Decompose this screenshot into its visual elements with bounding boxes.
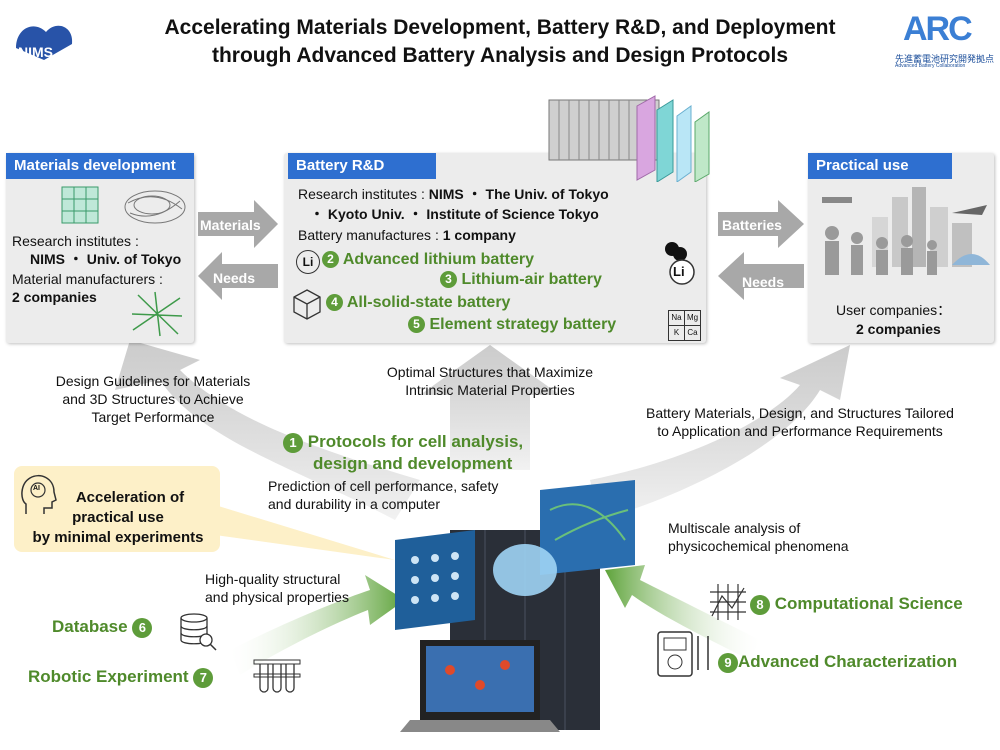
battery-research-line2: ・ Kyoto Univ. ・ Institute of Science Tok… — [310, 206, 599, 222]
material-structure-images — [61, 186, 186, 224]
city-and-people-image — [822, 187, 990, 275]
source-database: Database 6 — [52, 617, 153, 638]
practical-users-value: 2 companies — [856, 321, 941, 337]
design-guidelines-caption: Design Guidelines for Materials and 3D S… — [55, 373, 251, 425]
database-icon — [180, 613, 217, 651]
materials-research-value: NIMS ・ Univ. of Tokyo — [30, 251, 182, 267]
batteries-needs-arrows — [718, 200, 804, 300]
acceleration-pointer — [215, 505, 395, 560]
acceleration-text: Acceleration of practical use by minimal… — [32, 489, 204, 546]
green-arrow-right — [605, 565, 760, 660]
porous-network-icon — [124, 190, 186, 224]
source-computational-science: 8 Computational Science — [750, 594, 963, 615]
page-subtitle: through Advanced Battery Analysis and De… — [211, 44, 789, 67]
supercomputer-illustration — [395, 480, 635, 732]
materials-header: Materials development — [6, 153, 194, 179]
prediction-caption: Prediction of cell performance, safety a… — [268, 478, 499, 512]
protocol-title-line2: design and development — [313, 454, 513, 473]
multiscale-caption: Multiscale analysis of physicochemical p… — [668, 520, 849, 554]
batteries-arrow-label: Batteries — [722, 217, 782, 233]
arc-logo: ARC 先進蓄電池研究開発拠点 Advanced Battery Collabo… — [895, 10, 995, 69]
test-tubes-icon — [253, 659, 301, 693]
protocol-title-line1: 1 Protocols for cell analysis, — [283, 431, 523, 453]
battery-header: Battery R&D — [288, 153, 436, 179]
battery-item-advanced-lithium: 2 Advanced lithium battery — [322, 251, 534, 269]
green-arrow-left — [230, 575, 405, 675]
battery-box — [284, 153, 706, 343]
ai-head-icon — [21, 474, 57, 514]
computational-grid-icon — [710, 584, 746, 620]
high-quality-caption: High-quality structural and physical pro… — [205, 571, 349, 605]
materials-manufacturers-value: 2 companies — [12, 289, 97, 305]
materials-arrow-label: Materials — [200, 217, 261, 233]
battery-materials-caption: Battery Materials, Design, and Structure… — [646, 405, 954, 439]
needs-right-arrow-label: Needs — [742, 274, 785, 290]
materials-needs-arrows — [198, 200, 278, 300]
acceleration-box — [14, 466, 220, 552]
battery-item-element-strategy: 5 Element strategy battery — [408, 316, 616, 334]
source-robotic-experiment: Robotic Experiment 7 — [28, 667, 214, 688]
element-grid-icon: Na Mg K Ca — [668, 310, 701, 341]
nims-logo: NIMS — [10, 14, 78, 64]
battery-item-all-solid-state: 4 All-solid-state battery — [326, 294, 510, 312]
crystal-lattice-icon — [61, 186, 99, 224]
arrow-to-materials — [115, 340, 420, 520]
arrow-to-practical — [590, 345, 850, 520]
cube-icon — [293, 289, 321, 320]
fiber-network-icon — [131, 291, 183, 337]
battery-item-lithium-air: 3 Lithium-air battery — [440, 271, 602, 289]
battery-manufacturers-value: 1 company — [442, 227, 516, 243]
battery-cell-stack-image — [548, 95, 710, 182]
practical-header: Practical use — [808, 153, 952, 179]
needs-left-arrow-label: Needs — [213, 270, 256, 286]
lithium-air-icon — [665, 242, 695, 285]
materials-box — [6, 153, 194, 343]
battery-research-line1: NIMS ・ The Univ. of Tokyo — [428, 186, 609, 202]
arrow-to-battery — [420, 345, 560, 470]
lithium-icon: Li — [296, 250, 320, 274]
optimal-structures-caption: Optimal Structures that Maximize Intrins… — [386, 364, 594, 398]
multimeter-icon — [657, 631, 709, 677]
page-title: Accelerating Materials Development, Batt… — [164, 16, 836, 39]
